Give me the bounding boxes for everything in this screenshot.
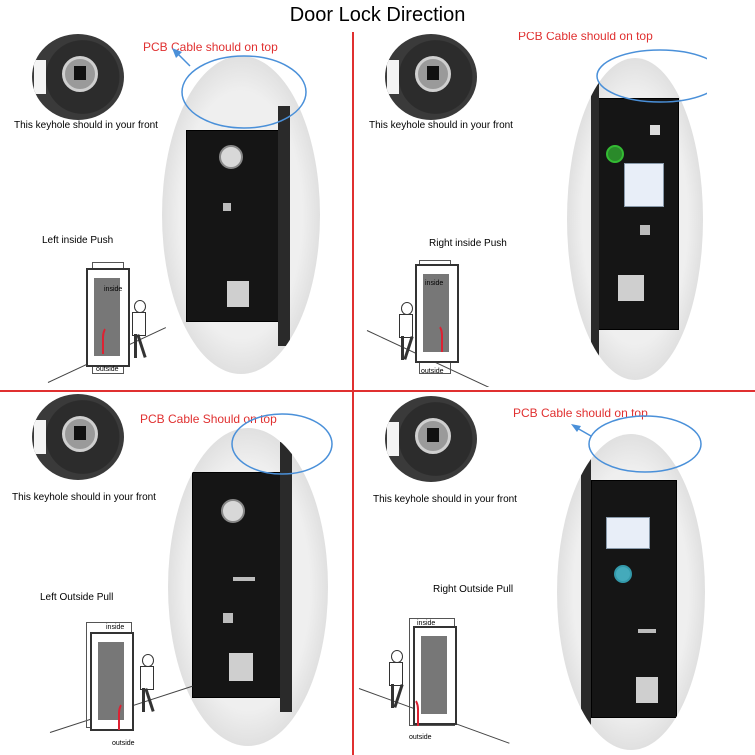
keyhole-caption: This keyhole should in your front bbox=[373, 494, 517, 505]
outside-label: outside bbox=[421, 368, 444, 375]
bottom-keyway bbox=[227, 281, 249, 307]
keyhole-icon bbox=[62, 416, 98, 452]
cylinder-hole bbox=[640, 225, 650, 235]
swing-arrow-icon bbox=[403, 698, 419, 726]
pcb-label-sticker bbox=[624, 163, 664, 207]
faceplate bbox=[278, 106, 290, 346]
keyhole-caption: This keyhole should in your front bbox=[369, 120, 513, 131]
lock-photo bbox=[567, 58, 703, 380]
pcb-label-sticker bbox=[606, 517, 650, 549]
direction-label: Right inside Push bbox=[429, 238, 507, 249]
keyhole-photo bbox=[385, 34, 477, 120]
inside-label: inside bbox=[417, 620, 436, 627]
lock-photo bbox=[168, 428, 328, 746]
lock-body bbox=[597, 98, 679, 330]
label-tag bbox=[34, 420, 46, 454]
direction-label: Left Outside Pull bbox=[40, 592, 114, 603]
door-icon bbox=[413, 626, 457, 725]
bottom-keyway bbox=[618, 275, 644, 301]
inside-label: inside bbox=[425, 280, 444, 287]
faceplate bbox=[581, 454, 591, 740]
keyhole-photo bbox=[32, 394, 124, 480]
swing-arrow-icon bbox=[118, 702, 134, 730]
page-title: Door Lock Direction bbox=[289, 4, 466, 26]
swing-arrow-icon bbox=[427, 324, 443, 352]
lock-photo bbox=[162, 56, 320, 374]
direction-label: Left inside Push bbox=[42, 235, 114, 246]
person-icon bbox=[385, 650, 407, 710]
keyhole-icon bbox=[415, 418, 451, 454]
latch-slot bbox=[233, 577, 255, 581]
quadrant-left-outside-pull: This keyhole should in your front PCB Ca… bbox=[0, 392, 352, 747]
blue-marker-icon bbox=[614, 565, 632, 583]
quadrant-right-outside-pull: This keyhole should in your front PCB Ca… bbox=[355, 392, 707, 755]
person-icon bbox=[136, 654, 158, 714]
direction-label: Right Outside Pull bbox=[433, 584, 514, 595]
spindle-hole bbox=[223, 613, 233, 623]
pcb-cable-label: PCB Cable should on top bbox=[143, 40, 278, 54]
lock-body bbox=[186, 130, 280, 322]
spindle-hole bbox=[223, 203, 231, 211]
outside-label: outside bbox=[409, 734, 432, 741]
faceplate bbox=[280, 442, 292, 712]
bottom-keyway bbox=[229, 653, 253, 681]
latch-slot bbox=[638, 629, 656, 633]
keyhole-caption: This keyhole should in your front bbox=[12, 492, 156, 503]
vertical-divider bbox=[352, 32, 354, 755]
cylinder-hole bbox=[221, 499, 245, 523]
outside-label: outside bbox=[96, 366, 119, 373]
pcb-cable-label: PCB Cable should on top bbox=[513, 406, 648, 420]
swing-arrow-icon bbox=[102, 326, 118, 354]
person-icon bbox=[128, 300, 150, 360]
pcb-cable-label: PCB Cable should on top bbox=[518, 32, 653, 43]
bottom-keyway bbox=[636, 677, 658, 703]
lock-body bbox=[192, 472, 290, 698]
door-icon bbox=[86, 268, 130, 367]
door-icon bbox=[415, 264, 459, 363]
person-icon bbox=[395, 302, 417, 362]
faceplate bbox=[591, 78, 599, 368]
keyhole-photo bbox=[385, 396, 477, 482]
outside-label: outside bbox=[112, 740, 135, 747]
keyhole-icon bbox=[415, 56, 451, 92]
pcb-cable-label: PCB Cable Should on top bbox=[140, 412, 277, 426]
keyhole-icon bbox=[62, 56, 98, 92]
inside-label: inside bbox=[106, 624, 125, 631]
label-tag bbox=[34, 60, 46, 94]
spindle-hole bbox=[650, 125, 660, 135]
lock-photo bbox=[557, 434, 705, 750]
label-tag bbox=[387, 422, 399, 456]
keyhole-photo bbox=[32, 34, 124, 120]
quadrant-left-inside-push: This keyhole should in your front PCB Ca… bbox=[0, 32, 352, 387]
cylinder-hole bbox=[219, 145, 243, 169]
quadrant-right-inside-push: This keyhole should in your front PCB Ca… bbox=[355, 32, 707, 387]
label-tag bbox=[387, 60, 399, 94]
horizontal-divider bbox=[0, 390, 755, 392]
keyhole-caption: This keyhole should in your front bbox=[14, 120, 158, 131]
green-marker-icon bbox=[606, 145, 624, 163]
inside-label: inside bbox=[104, 286, 123, 293]
lock-body bbox=[591, 480, 677, 718]
